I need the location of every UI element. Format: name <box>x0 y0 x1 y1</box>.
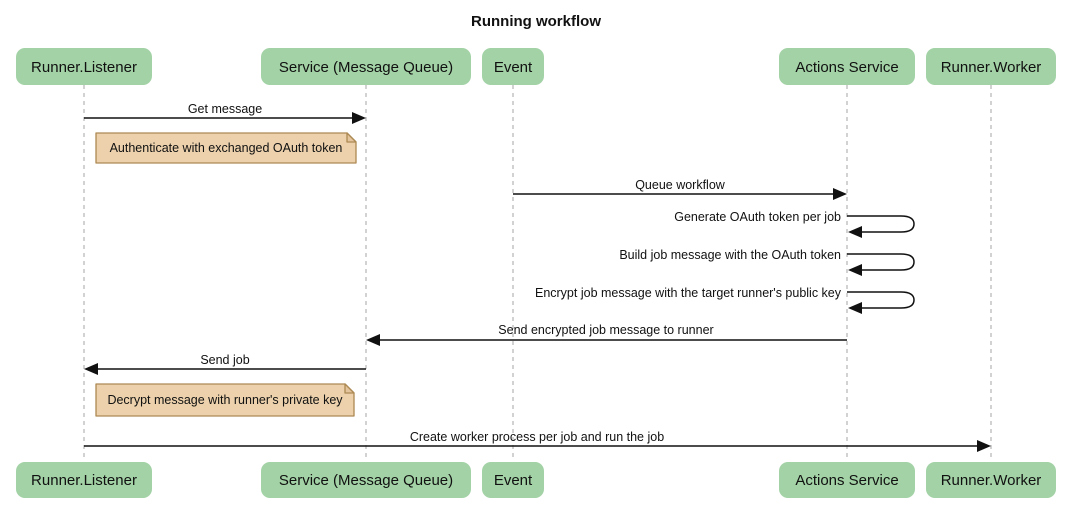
message-label: Queue workflow <box>635 178 726 192</box>
diagram-title: Running workflow <box>471 13 601 30</box>
arrowhead-left-icon <box>848 264 862 276</box>
message-generate-oauth-token: Generate OAuth token per job <box>674 210 915 238</box>
actor-box <box>779 48 915 85</box>
actor-box <box>482 462 544 498</box>
participant-bottom-event: Event <box>482 462 544 498</box>
participant-top-event: Event <box>482 48 544 85</box>
arrowhead-left-icon <box>848 226 862 238</box>
participant-top-runner-worker: Runner.Worker <box>926 48 1056 85</box>
actor-label: Runner.Listener <box>31 472 137 489</box>
note-label: Decrypt message with runner's private ke… <box>107 393 343 407</box>
participant-bottom-runner-worker: Runner.Worker <box>926 462 1056 498</box>
actor-box <box>261 462 471 498</box>
self-loop-line <box>847 215 915 233</box>
participant-bottom-runner-listener: Runner.Listener <box>16 462 152 498</box>
participant-bottom-service-message-queue: Service (Message Queue) <box>261 462 471 498</box>
arrowhead-left-icon <box>84 363 98 375</box>
actor-box <box>482 48 544 85</box>
message-label: Send job <box>200 353 249 367</box>
actor-label: Runner.Listener <box>31 59 137 76</box>
actor-label: Event <box>494 472 533 489</box>
actor-label: Runner.Worker <box>941 472 1042 489</box>
actor-label: Event <box>494 59 533 76</box>
message-send-job: Send job <box>84 353 366 375</box>
arrowhead-left-icon <box>366 334 380 346</box>
actor-box <box>16 462 152 498</box>
participant-top-actions-service: Actions Service <box>779 48 915 85</box>
actor-label: Service (Message Queue) <box>279 472 453 489</box>
actor-box <box>926 48 1056 85</box>
note-decrypt-private-key: Decrypt message with runner's private ke… <box>95 383 355 417</box>
participant-top-runner-listener: Runner.Listener <box>16 48 152 85</box>
self-loop-line <box>847 291 915 309</box>
actor-label: Actions Service <box>795 472 898 489</box>
message-label: Encrypt job message with the target runn… <box>535 286 842 300</box>
actor-label: Runner.Worker <box>941 59 1042 76</box>
message-send-encrypted-job: Send encrypted job message to runner <box>366 323 847 346</box>
message-label: Get message <box>188 102 262 116</box>
message-build-job-message: Build job message with the OAuth token <box>619 248 915 276</box>
message-encrypt-job-message: Encrypt job message with the target runn… <box>535 286 915 314</box>
actor-label: Service (Message Queue) <box>279 59 453 76</box>
actor-box <box>779 462 915 498</box>
participant-top-service-message-queue: Service (Message Queue) <box>261 48 471 85</box>
message-label: Send encrypted job message to runner <box>498 323 713 337</box>
message-create-worker-process: Create worker process per job and run th… <box>84 430 991 452</box>
message-get-message: Get message <box>84 102 366 124</box>
note-shape <box>95 383 355 417</box>
participant-bottom-actions-service: Actions Service <box>779 462 915 498</box>
message-label: Create worker process per job and run th… <box>410 430 664 444</box>
note-fold-icon <box>346 132 357 143</box>
self-loop-line <box>847 253 915 271</box>
actor-box <box>261 48 471 85</box>
note-authenticate-oauth: Authenticate with exchanged OAuth token <box>95 132 357 164</box>
arrowhead-right-icon <box>352 112 366 124</box>
note-fold-icon <box>344 383 355 394</box>
actor-box <box>926 462 1056 498</box>
note-shape <box>95 132 357 164</box>
note-label: Authenticate with exchanged OAuth token <box>110 141 343 155</box>
message-label: Build job message with the OAuth token <box>619 248 841 262</box>
actor-box <box>16 48 152 85</box>
message-queue-workflow: Queue workflow <box>513 178 847 200</box>
arrowhead-right-icon <box>977 440 991 452</box>
arrowhead-right-icon <box>833 188 847 200</box>
arrowhead-left-icon <box>848 302 862 314</box>
actor-label: Actions Service <box>795 59 898 76</box>
message-label: Generate OAuth token per job <box>674 210 841 224</box>
